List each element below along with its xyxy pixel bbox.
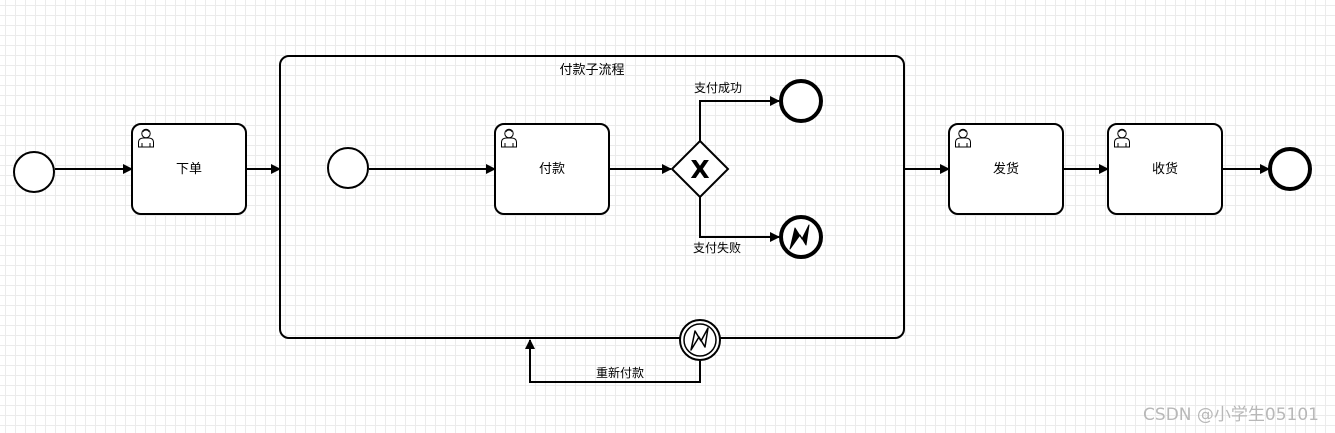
error-icon [789,224,810,250]
task-receive[interactable]: 收货 [1107,123,1223,215]
error-end-event[interactable] [779,215,823,259]
flow-label-failure: 支付失败 [693,240,741,255]
error-boundary-icon [690,327,709,351]
task-order[interactable]: 下单 [131,123,247,215]
subprocess-title: 付款子流程 [559,63,624,78]
subprocess-payment[interactable]: 付款子流程 [279,55,905,339]
flow-label-retry: 重新付款 [596,365,644,380]
end-event-success[interactable] [779,79,823,123]
task-ship-label: 发货 [993,161,1019,177]
flow-label-success: 支付成功 [694,81,742,95]
task-ship[interactable]: 发货 [948,123,1064,215]
flow-retry[interactable] [525,339,701,383]
boundary-error-event[interactable] [679,319,721,361]
exclusive-gateway[interactable]: X [670,139,730,199]
exclusive-gateway-icon: X [690,155,709,184]
task-receive-label: 收货 [1152,161,1178,177]
subprocess-start-event[interactable] [327,147,369,189]
end-event[interactable] [1268,147,1312,191]
task-order-label: 下单 [176,162,202,177]
watermark: CSDN @小学生05101 [1143,405,1319,425]
task-pay-label: 付款 [539,162,565,177]
task-pay[interactable]: 付款 [494,123,610,215]
flow-success[interactable] [699,96,780,141]
flow-failure[interactable] [699,197,780,242]
start-event[interactable] [13,151,55,193]
